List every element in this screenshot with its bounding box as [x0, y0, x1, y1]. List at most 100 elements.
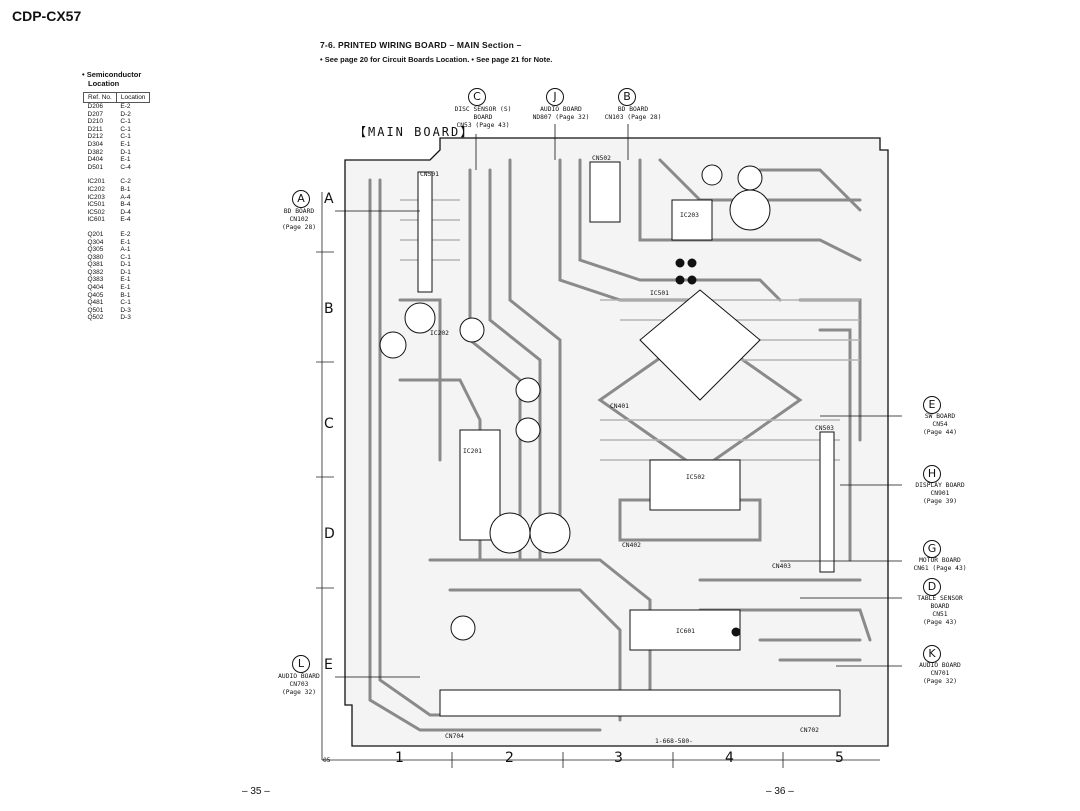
connector-text-line: SW BOARD	[924, 413, 956, 420]
connector-letter-circle: A	[292, 190, 310, 208]
connector-text-line: (Page 43)	[922, 619, 958, 626]
ref-no-cell: Q405	[87, 291, 104, 299]
connector-text-line: CN53 (Page 43)	[456, 122, 510, 129]
connector-text-line: CN901	[930, 490, 950, 497]
ref-no-cell: IC601	[87, 216, 105, 224]
location-cell: C-4	[120, 163, 131, 171]
table-row: D304 E-1	[84, 141, 150, 149]
location-cell: C-1	[120, 118, 131, 126]
board-connector-label: CN402	[622, 542, 641, 549]
connector-letter-circle: E	[923, 396, 941, 414]
connector-text-line: (Page 32)	[281, 689, 317, 696]
ic-label: IC501	[650, 290, 669, 297]
connector-text-line: BOARD	[930, 603, 950, 610]
location-cell: D-1	[120, 148, 131, 156]
ref-no-cell: IC501	[87, 201, 105, 209]
connector-text-line: AUDIO BOARD	[278, 673, 320, 680]
grid-row-label: C	[324, 416, 334, 432]
connector-text-line: (Page 32)	[922, 678, 958, 685]
connector-text-line: TABLE SENSOR	[917, 595, 963, 602]
connector-text-line: AUDIO BOARD	[540, 106, 582, 113]
section-note: • See page 20 for Circuit Boards Locatio…	[320, 55, 553, 64]
ref-no-cell: IC502	[87, 208, 105, 216]
table-row: D404 E-1	[84, 156, 150, 164]
location-cell: D-2	[120, 110, 131, 118]
location-cell: E-4	[120, 216, 131, 224]
location-cell: B-1	[120, 291, 131, 299]
ref-no-cell: IC201	[87, 178, 105, 186]
ref-no-cell: D206	[87, 103, 104, 110]
location-cell: D-4	[120, 208, 131, 216]
connector-text-line: DISPLAY BOARD	[915, 482, 965, 489]
ref-no-cell: Q383	[87, 276, 104, 284]
connector-letter-circle: K	[923, 645, 941, 663]
ic-label: IC601	[676, 628, 695, 635]
page-number-left: – 35 –	[242, 786, 270, 797]
location-cell: D-1	[120, 261, 131, 269]
ref-no-cell: Q381	[87, 261, 104, 269]
table-row: Q381 D-1	[84, 261, 150, 269]
table-row: D382 D-1	[84, 149, 150, 157]
ic-label: IC502	[686, 474, 705, 481]
connector-text-line: CN54	[932, 421, 948, 428]
ref-no-cell: D382	[87, 148, 104, 156]
location-cell: E-1	[120, 284, 131, 292]
location-cell: E-1	[120, 156, 131, 164]
ref-no-cell: Q304	[87, 238, 104, 246]
location-cell: C-1	[120, 133, 131, 141]
connector-text-line: BD BOARD	[283, 208, 315, 215]
connector-text-line: DISC SENSOR (S)	[454, 106, 512, 113]
connector-letter-circle: C	[468, 88, 486, 106]
ref-no-cell: Q382	[87, 268, 104, 276]
components	[379, 161, 841, 717]
connector-text-line: CN51	[932, 611, 948, 618]
connector-letter-circle: H	[923, 465, 941, 483]
location-cell: B-4	[120, 201, 131, 209]
semiconductor-title-line1: • Semiconductor	[82, 70, 142, 79]
location-cell: C-1	[120, 299, 131, 307]
connector-letter-circle: J	[546, 88, 564, 106]
ref-no-cell: Q501	[87, 306, 104, 314]
connector-text-line: CN61 (Page 43)	[913, 565, 967, 572]
board-part-number: 1-668-580-	[655, 738, 693, 745]
ref-no-cell: D304	[87, 140, 104, 148]
table-row: IC501 B-4	[84, 201, 150, 209]
ref-no-cell: D404	[87, 156, 104, 164]
connector-letter-circle: B	[618, 88, 636, 106]
grid-row-label: A	[324, 191, 334, 207]
connector-text-line: BOARD	[473, 114, 493, 121]
page-number-right: – 36 –	[766, 786, 794, 797]
ic-label: IC202	[430, 330, 449, 337]
connector-text-line: (Page 39)	[922, 498, 958, 505]
grid-col-label: 2	[505, 750, 514, 766]
location-cell: E-1	[120, 140, 131, 148]
connector-text-line: CN703	[289, 681, 309, 688]
connector-text-line: MOTOR BOARD	[919, 557, 961, 564]
ref-no-cell: IC202	[87, 185, 105, 193]
